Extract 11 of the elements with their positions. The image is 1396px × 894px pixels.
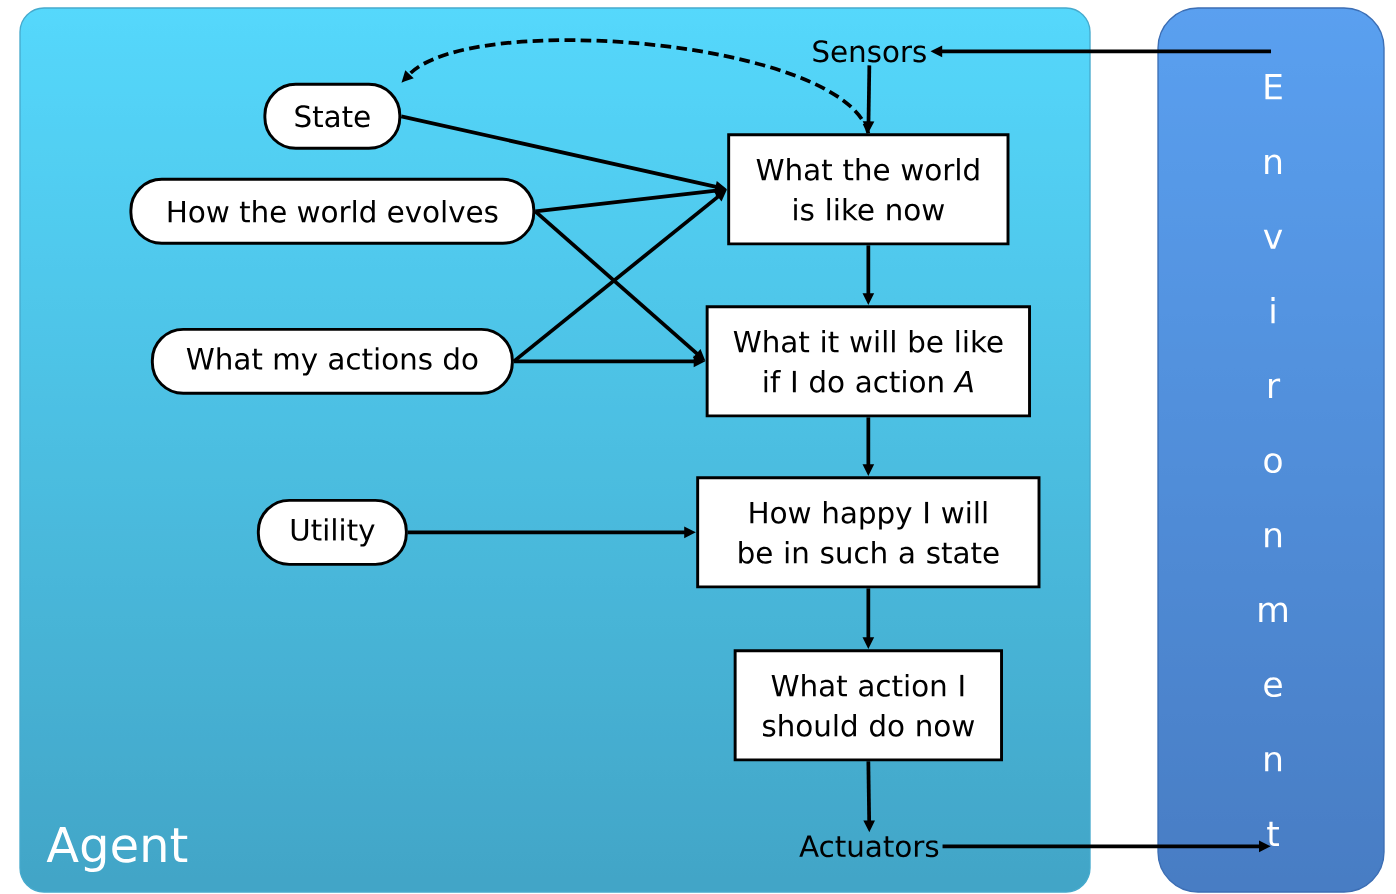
label-text: Sensors xyxy=(813,40,926,63)
process-box: What it will be like if I do action A xyxy=(705,305,1031,418)
label-text: Actuators xyxy=(799,835,939,858)
rounded-box: State xyxy=(263,82,402,150)
process-box: What the world is like now xyxy=(727,133,1010,246)
process-box: How happy I will be in such a state xyxy=(696,476,1041,589)
process-box: What action I should do now xyxy=(733,649,1003,762)
environment-panel: Environment xyxy=(1157,7,1385,893)
rounded-box: How the world evolves xyxy=(129,177,536,245)
rounded-box: Utility xyxy=(256,498,408,566)
rounded-box: What my actions do xyxy=(150,327,514,395)
